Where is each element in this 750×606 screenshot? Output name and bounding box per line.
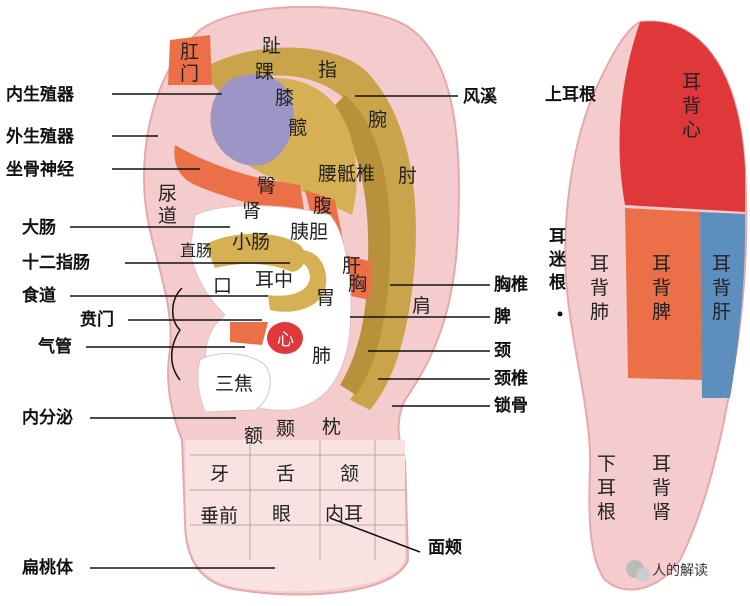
watermark: 人的解读	[626, 560, 708, 582]
zone-nie: 颞	[276, 418, 295, 440]
zone-xin: 心	[277, 330, 294, 350]
zone-ya: 牙	[210, 463, 229, 485]
zone-shen: 肾	[242, 200, 261, 222]
label-bian-tao-ti: 扁桃体	[22, 557, 74, 578]
zone-yi-dan: 胰胆	[290, 221, 328, 243]
zone-er-bei-pi: 耳背脾	[652, 253, 671, 323]
label-shi-er-zhi-chang: 十二指肠	[22, 252, 90, 273]
zone-xia-er-gen: 下耳根	[597, 453, 616, 523]
label-ben-men: 贲门	[80, 309, 114, 330]
wechat-icon-bubble	[636, 568, 650, 582]
label-pi: 脾	[494, 306, 511, 327]
zone-er-bei-gan: 耳背肝	[712, 253, 731, 323]
helix-band	[200, 47, 416, 410]
right-labels: 风溪 胸椎 脾 颈 颈椎 锁骨 面颊	[329, 87, 528, 558]
label-suo-gu: 锁骨	[494, 395, 528, 416]
watermark-text: 人的解读	[652, 562, 708, 579]
label-zuo-gu-shen-jing: 坐骨神经	[6, 159, 74, 180]
stomach-loop	[268, 250, 327, 312]
label-wai-sheng-zhi-qi: 外生殖器	[6, 126, 75, 147]
trachea-bracket	[171, 287, 183, 381]
zone-yan: 眼	[272, 503, 291, 525]
zone-gan: 肝	[342, 255, 361, 277]
zone-xiao-chang: 小肠	[232, 231, 270, 253]
zone-san-jiao: 三焦	[215, 373, 253, 395]
sciatic-band	[174, 145, 305, 215]
zone-han: 颔	[340, 463, 359, 485]
zone-kuan: 髋	[288, 117, 307, 139]
zone-zhi-finger: 指	[318, 59, 337, 81]
trachea-zone	[230, 322, 268, 345]
back-liver-zone	[700, 212, 746, 398]
chest-band	[345, 255, 372, 300]
label-nei-sheng-zhi-qi: 内生殖器	[6, 84, 75, 105]
zone-er-bei-xin: 耳背心	[682, 71, 701, 141]
helix-inner-band	[330, 95, 391, 395]
internal-genitals-zone	[210, 74, 294, 166]
heart-zone	[267, 322, 303, 354]
back-spleen-zone	[625, 208, 702, 380]
zone-zhou: 肘	[398, 165, 417, 187]
label-nei-fen-mi: 内分泌	[22, 407, 73, 428]
label-jing: 颈	[494, 341, 511, 361]
zone-wan: 腕	[368, 109, 387, 131]
zone-zhi-chang: 直肠	[180, 241, 212, 260]
triple-burner-zone	[197, 353, 271, 413]
zone-niao-dao: 尿道	[158, 183, 177, 227]
zone-xi: 膝	[275, 87, 294, 109]
zone-jian: 肩	[412, 295, 431, 317]
label-qi-guan: 气管	[37, 336, 72, 357]
zone-er-zhong: 耳中	[255, 269, 293, 291]
zone-fu: 腹	[313, 195, 332, 217]
anus-zone	[168, 35, 212, 85]
label-mian-jia: 面颊	[428, 537, 462, 558]
label-shi-dao: 食道	[22, 285, 56, 306]
zone-zhi-toe: 趾	[262, 35, 281, 57]
zone-yao-di-zhui: 腰骶椎	[318, 163, 375, 185]
label-feng-xi: 风溪	[463, 87, 498, 107]
zone-wei: 胃	[316, 287, 335, 309]
label-da-chang: 大肠	[22, 217, 56, 238]
back-heart-zone	[619, 21, 745, 213]
label-er-mi-gen: 耳迷根	[548, 227, 567, 293]
label-shang-er-gen: 上耳根	[545, 84, 596, 105]
zone-e: 额	[244, 425, 263, 447]
leader-mian-jia	[329, 517, 421, 553]
zone-ganmen: 肛门	[180, 41, 199, 85]
zone-nei-er: 内耳	[325, 503, 363, 525]
zone-xiong: 胸	[348, 273, 367, 295]
back-ear: 耳背心 耳背肺 耳背脾 耳背肝 下耳根 耳背肾 耳迷根 上耳根	[545, 20, 748, 591]
lobe	[185, 440, 405, 592]
zone-kou: 口	[213, 275, 232, 297]
zone-chui-qian: 垂前	[200, 505, 238, 527]
zone-fei: 肺	[312, 345, 331, 367]
zone-er-bei-fei: 耳背肺	[590, 253, 609, 323]
label-jing-zhui: 颈椎	[494, 368, 528, 389]
label-xiong-zhui: 胸椎	[494, 274, 528, 295]
zone-she: 舌	[276, 463, 295, 485]
left-labels: 内生殖器 外生殖器 坐骨神经 大肠 十二指肠 食道 贲门 气管 内分泌 扁桃体	[6, 84, 290, 578]
zone-tun: 臀	[257, 175, 276, 197]
er-mi-gen-dot	[557, 311, 563, 317]
zone-zhen: 枕	[322, 416, 341, 438]
front-ear: 肛门 趾 踝 指 膝 髋 腕 腰骶椎 肘 臀 腹 尿道 肾 小肠 胰胆 直肠 肝…	[143, 5, 460, 596]
zone-huai: 踝	[255, 61, 274, 83]
zone-er-bei-shen: 耳背肾	[652, 453, 671, 523]
lobe-grid	[190, 440, 405, 560]
